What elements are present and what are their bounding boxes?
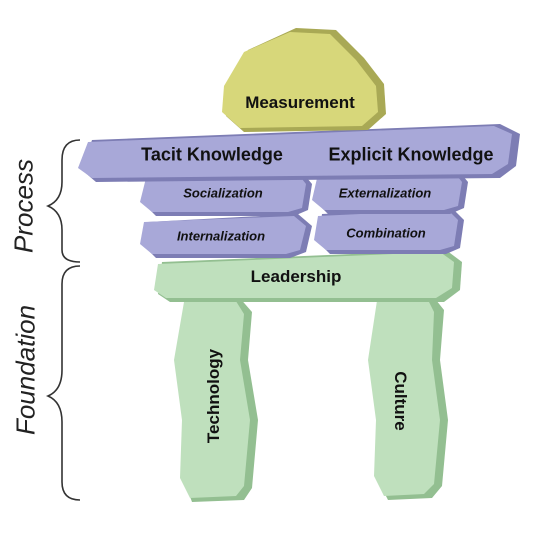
socialization-label: Socialization [183,185,263,201]
internalization-stone [140,214,312,258]
combination-label: Combination [346,225,426,241]
measurement-stone [222,28,386,132]
combination-stone [314,208,464,254]
socialization-stone [140,172,312,216]
technology-label: Technology [204,348,223,444]
foundation-label: Foundation [10,304,41,436]
leadership-stone [154,250,462,302]
process-bracket [45,139,81,263]
technology-stone [174,296,258,502]
explicit-knowledge-label: Explicit Knowledge [328,144,494,165]
leadership-label: Leadership [250,267,342,286]
culture-label: Culture [391,371,410,431]
externalization-label: Externalization [338,185,432,201]
process-label: Process [8,159,39,253]
tacit-knowledge-label: Tacit Knowledge [141,144,283,165]
measurement-label: Measurement [245,93,355,112]
internalization-label: Internalization [176,228,266,244]
foundation-bracket [45,265,81,501]
knowledge-stone [78,124,520,182]
externalization-stone [312,170,468,214]
culture-stone [368,290,448,500]
